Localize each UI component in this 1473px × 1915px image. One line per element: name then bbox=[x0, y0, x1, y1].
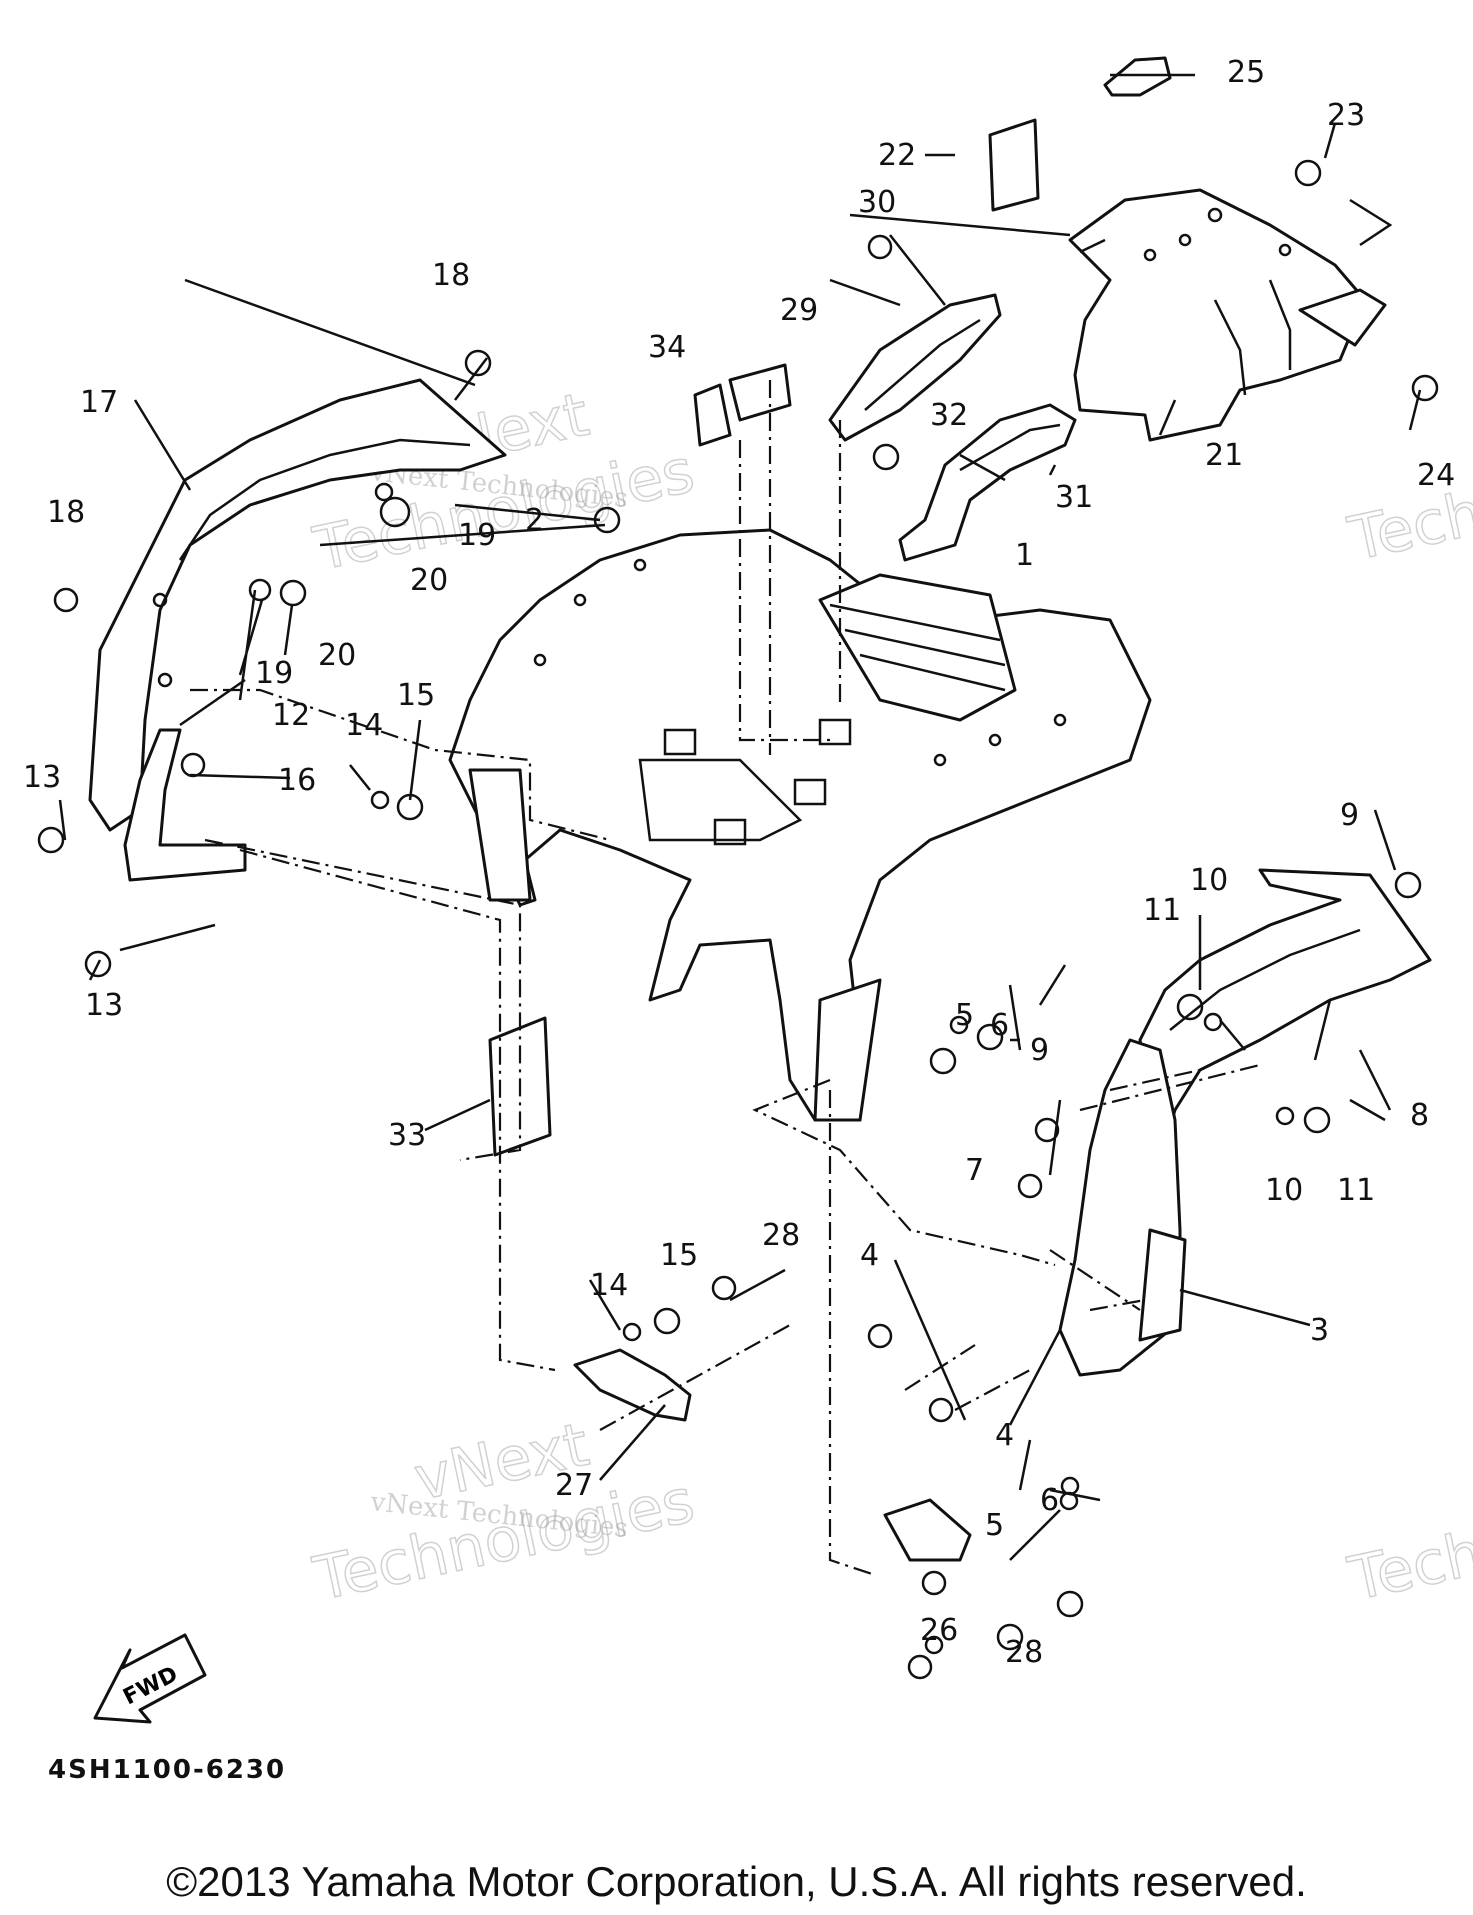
part-21-rear-cover bbox=[1068, 188, 1387, 442]
callout-14b: 14 bbox=[590, 1268, 628, 1303]
callout-20: 20 bbox=[410, 563, 448, 598]
part-3-right-extension bbox=[1058, 1038, 1187, 1377]
svg-text:Technologies: Technologies bbox=[1343, 426, 1473, 575]
callout-13: 13 bbox=[23, 760, 61, 795]
callout-23: 23 bbox=[1327, 98, 1365, 133]
callout-8: 8 bbox=[1410, 1098, 1429, 1133]
callout-11: 11 bbox=[1143, 893, 1181, 928]
callout-7: 7 bbox=[965, 1153, 984, 1188]
callout-20b: 20 bbox=[318, 638, 356, 673]
part-22-label bbox=[988, 118, 1040, 212]
callout-9b: 9 bbox=[1030, 1033, 1049, 1068]
callout-30: 30 bbox=[858, 185, 896, 220]
callout-34: 34 bbox=[648, 330, 686, 365]
callout-11b: 11 bbox=[1337, 1173, 1375, 1208]
fwd-arrow-icon: FWD bbox=[93, 1633, 207, 1724]
callout-29: 29 bbox=[780, 293, 818, 328]
callout-4b: 4 bbox=[995, 1418, 1014, 1453]
callout-31: 31 bbox=[1055, 480, 1093, 515]
callout-27: 27 bbox=[555, 1468, 593, 1503]
callout-4: 4 bbox=[860, 1238, 879, 1273]
callout-1: 1 bbox=[1015, 538, 1034, 573]
callout-16: 16 bbox=[278, 763, 316, 798]
callout-17: 17 bbox=[80, 385, 118, 420]
part-8-right-flap bbox=[1138, 868, 1432, 1162]
callout-6: 6 bbox=[990, 1008, 1009, 1043]
callout-13b: 13 bbox=[85, 988, 123, 1023]
part-26-bracket bbox=[883, 1498, 972, 1562]
callout-5b: 5 bbox=[985, 1508, 1004, 1543]
part-34-labels bbox=[693, 363, 792, 447]
callout-15: 15 bbox=[397, 678, 435, 713]
callout-2: 2 bbox=[525, 503, 544, 538]
callout-28b: 28 bbox=[1005, 1635, 1043, 1670]
part-1-rear-fender bbox=[448, 528, 1152, 1122]
fasteners bbox=[37, 159, 1439, 1680]
diagram-code: 4SH1100-6230 bbox=[48, 1755, 287, 1785]
callout-21: 21 bbox=[1205, 438, 1243, 473]
svg-text:Technologies: Technologies bbox=[1343, 1466, 1473, 1615]
callout-22: 22 bbox=[878, 138, 916, 173]
callout-labels: 1 2 3 4 4 5 5 6 6 7 8 9 9 10 10 11 11 12… bbox=[23, 55, 1455, 1670]
callout-12: 12 bbox=[272, 698, 310, 733]
callout-15b: 15 bbox=[660, 1238, 698, 1273]
callout-26: 26 bbox=[920, 1613, 958, 1648]
part-29-plate bbox=[828, 293, 1002, 442]
callout-14: 14 bbox=[345, 708, 383, 743]
callout-6b: 6 bbox=[1040, 1483, 1059, 1518]
callout-28: 28 bbox=[762, 1218, 800, 1253]
callout-24: 24 bbox=[1417, 458, 1455, 493]
callout-33: 33 bbox=[388, 1118, 426, 1153]
leader-lines bbox=[58, 73, 1422, 1577]
callout-18: 18 bbox=[432, 258, 470, 293]
callout-3: 3 bbox=[1310, 1313, 1329, 1348]
callout-32: 32 bbox=[930, 398, 968, 433]
callout-19b: 19 bbox=[255, 656, 293, 691]
part-25-clip bbox=[1103, 56, 1172, 97]
callout-18b: 18 bbox=[47, 495, 85, 530]
callout-5: 5 bbox=[955, 998, 974, 1033]
callout-19: 19 bbox=[458, 518, 496, 553]
part-27-bracket bbox=[573, 1348, 692, 1422]
part-31-bracket bbox=[898, 403, 1077, 562]
part-12-left-bracket bbox=[123, 728, 247, 882]
callout-25: 25 bbox=[1227, 55, 1265, 90]
copyright-notice: ©2013 Yamaha Motor Corporation, U.S.A. A… bbox=[166, 1858, 1307, 1905]
callout-9: 9 bbox=[1340, 798, 1359, 833]
callout-10b: 10 bbox=[1265, 1173, 1303, 1208]
callout-10: 10 bbox=[1190, 863, 1228, 898]
